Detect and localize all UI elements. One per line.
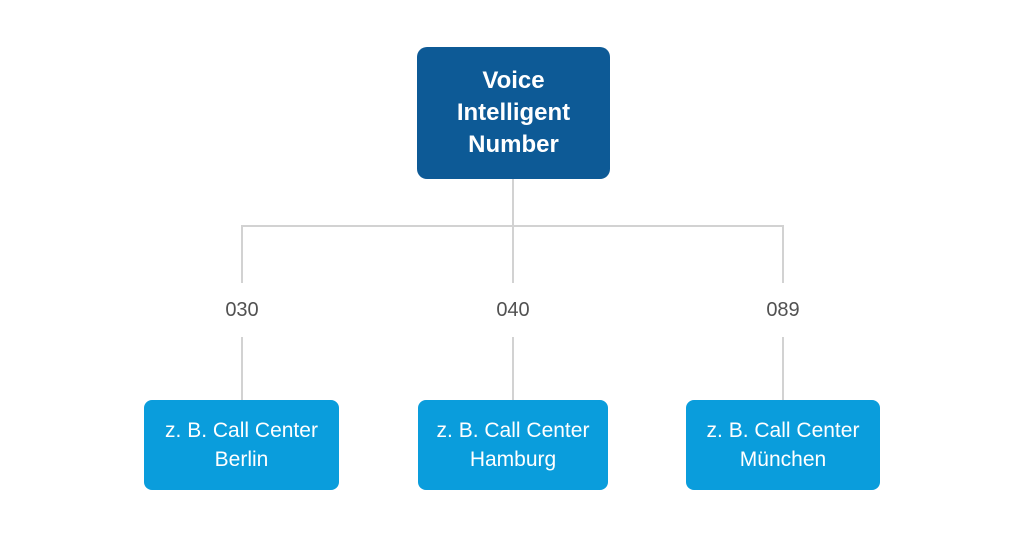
- leaf-node-berlin: z. B. Call Center Berlin: [144, 400, 339, 490]
- root-node: Voice Intelligent Number: [417, 47, 610, 179]
- leaf-node-hamburg-label: z. B. Call Center Hamburg: [436, 419, 590, 471]
- leaf-node-hamburg: z. B. Call Center Hamburg: [418, 400, 608, 490]
- connector-right-upper-drop: [782, 225, 784, 283]
- leaf-node-berlin-label: z. B. Call Center Berlin: [165, 419, 318, 471]
- connector-horizontal-rail: [241, 225, 784, 227]
- root-node-label: Voice Intelligent Number: [456, 67, 571, 158]
- branch-label-040: 040: [496, 299, 530, 321]
- branch-label-089: 089: [766, 299, 800, 321]
- branch-label-030: 030: [225, 299, 259, 321]
- connector-right-lower-drop: [782, 337, 784, 400]
- connector-left-lower-drop: [241, 337, 243, 400]
- leaf-node-muenchen-label: z. B. Call Center München: [706, 419, 860, 471]
- connector-center-lower-drop: [512, 337, 514, 400]
- connector-root-drop-line: [512, 179, 514, 283]
- leaf-node-muenchen: z. B. Call Center München: [686, 400, 880, 490]
- connector-left-upper-drop: [241, 225, 243, 283]
